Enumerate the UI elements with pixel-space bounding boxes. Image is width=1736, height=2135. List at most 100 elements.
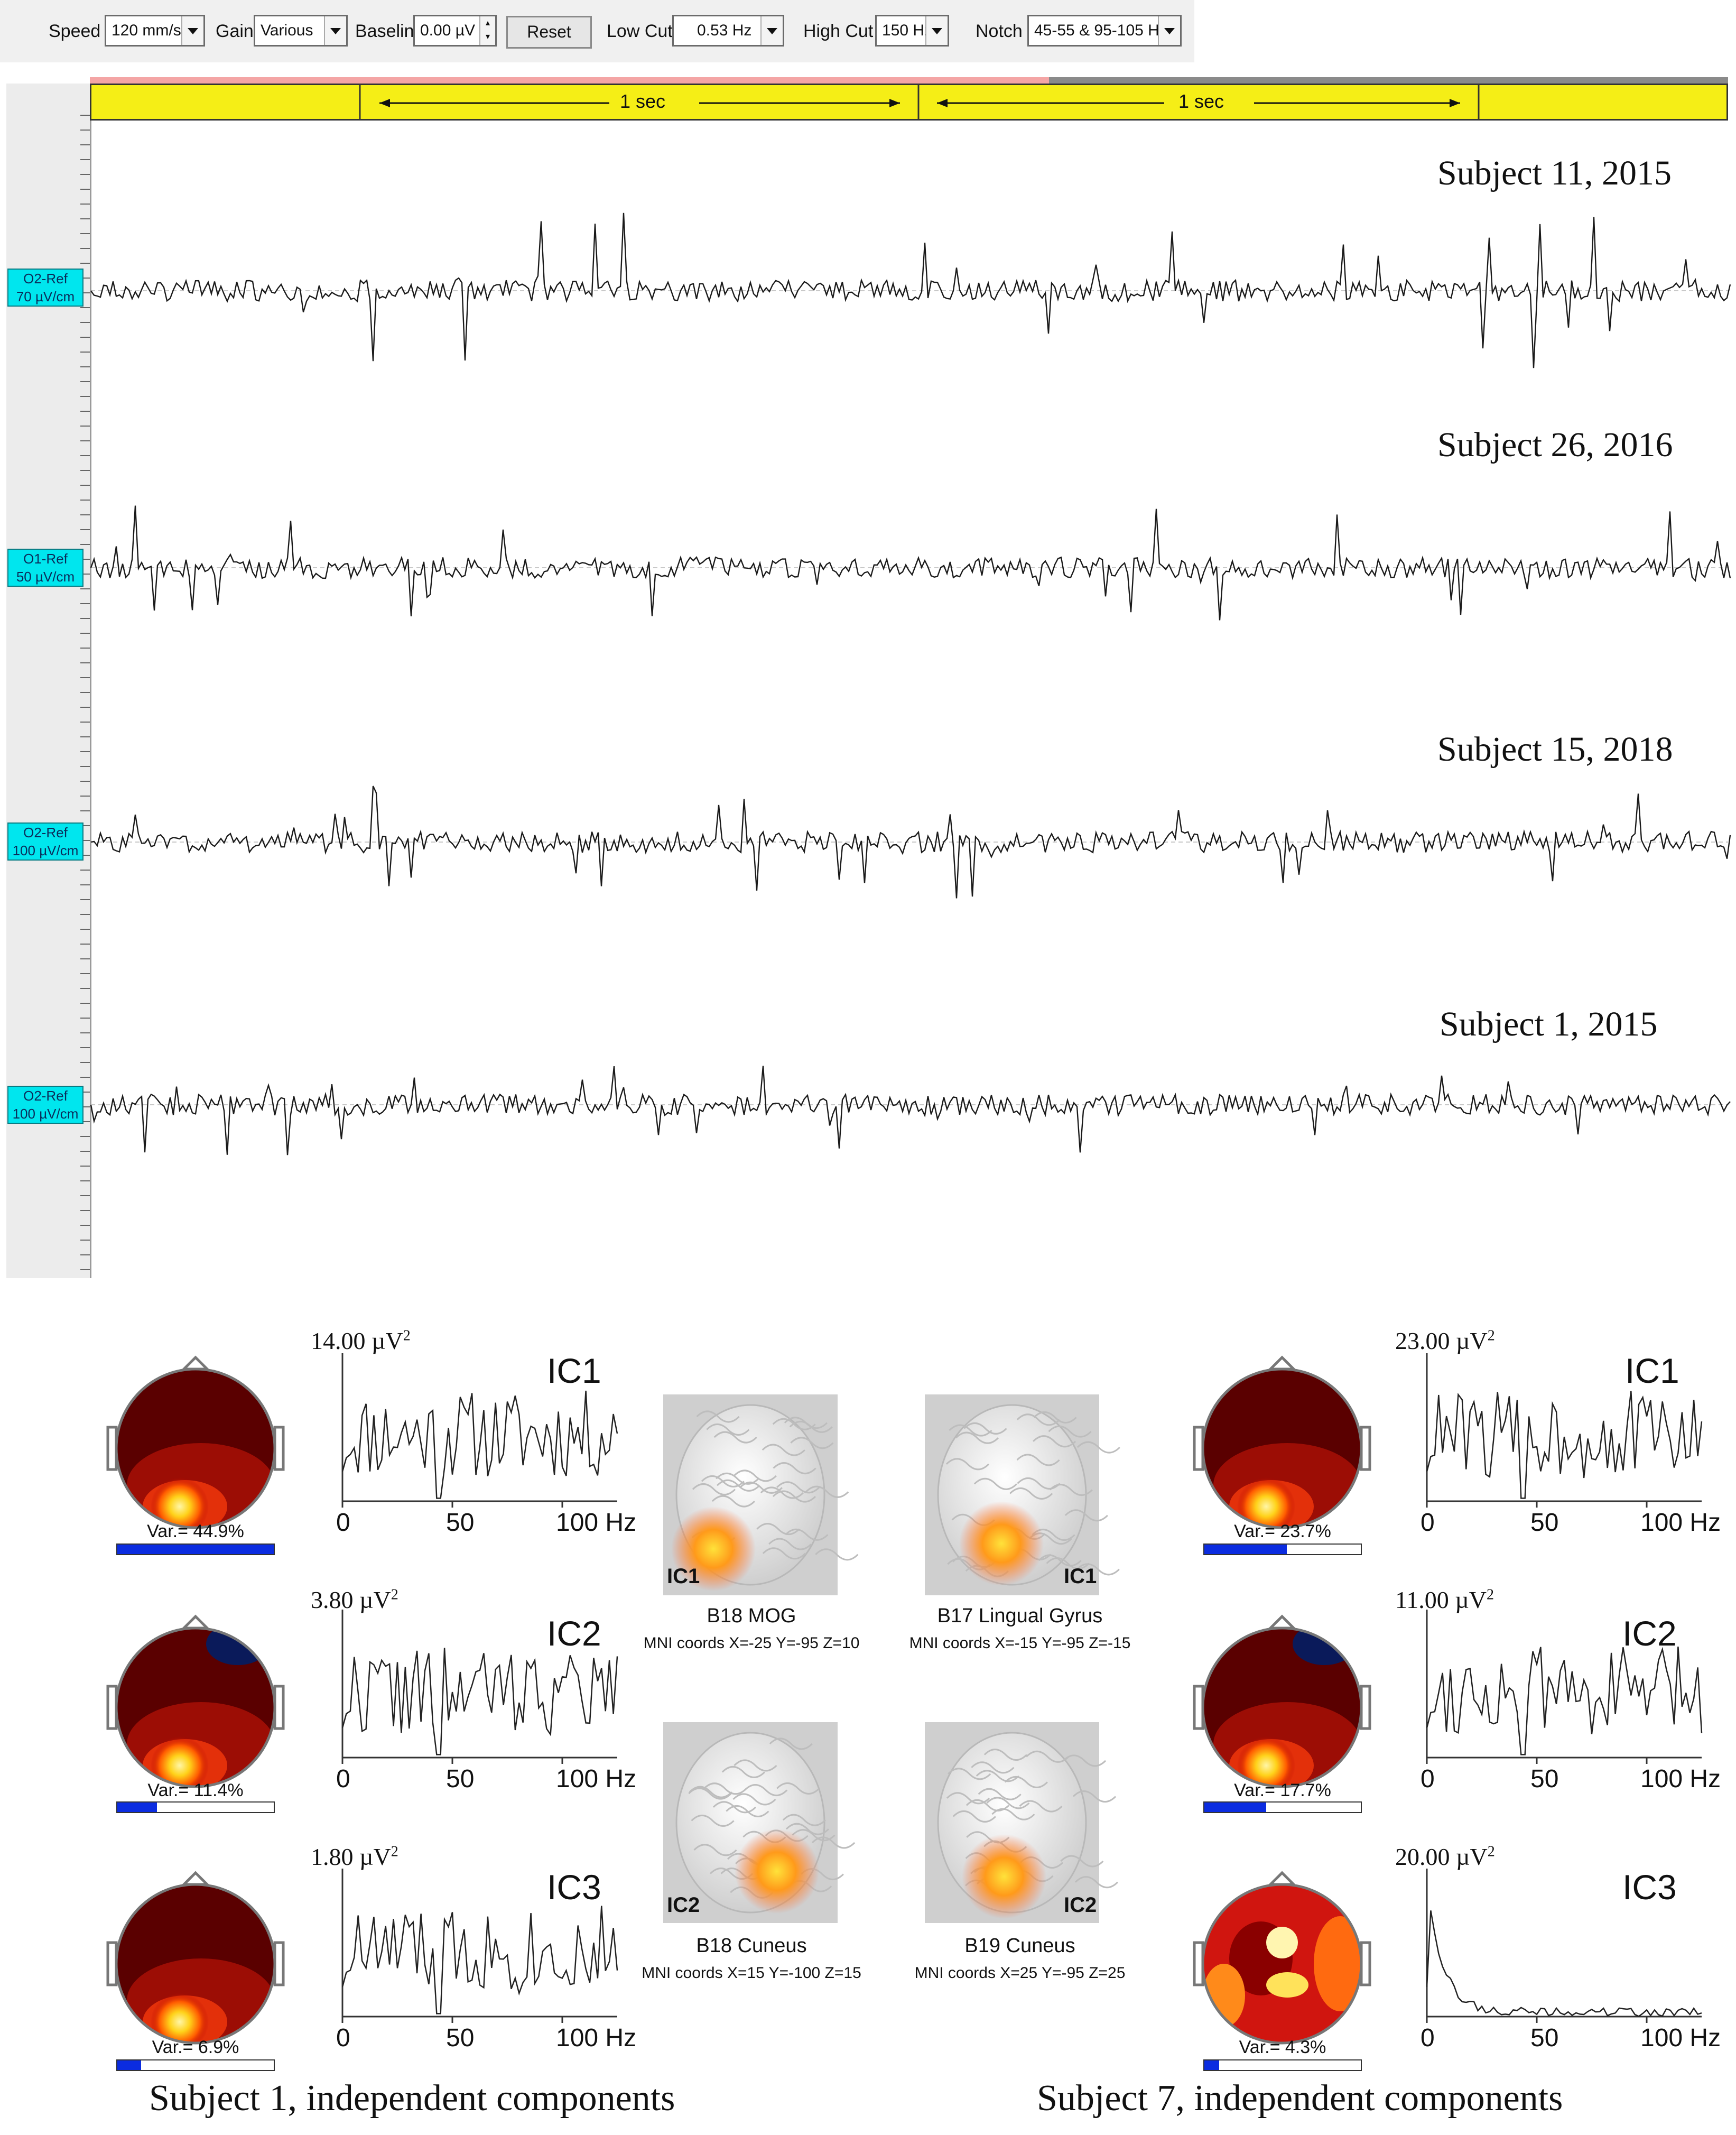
speed-value: 120 mm/s bbox=[112, 22, 181, 39]
ic-label: IC1 bbox=[1625, 1351, 1679, 1390]
power-label: 20.00 µV2 bbox=[1395, 1843, 1495, 1871]
brain-mni-coords: MNI coords X=25 Y=-95 Z=25 bbox=[914, 1964, 1126, 1982]
lowcut-select[interactable]: 0.53 Hz bbox=[672, 15, 784, 47]
frequency-tick-label: 50 bbox=[1530, 1509, 1558, 1537]
channel-label[interactable]: O2-Ref 70 µV/cm bbox=[7, 269, 83, 307]
time-segment-label: 1 sec bbox=[620, 90, 666, 112]
spinner-icon[interactable]: ▴▾ bbox=[479, 16, 495, 45]
brain-mni-coords: MNI coords X=-25 Y=-95 Z=10 bbox=[643, 1634, 860, 1652]
reset-button[interactable]: Reset bbox=[506, 16, 592, 49]
brain-render bbox=[925, 1722, 1119, 1923]
channel-ref: O2-Ref bbox=[23, 271, 68, 286]
chevron-down-icon[interactable] bbox=[181, 16, 203, 45]
scalp-map bbox=[1193, 1871, 1371, 2045]
subject-label: Subject 15, 2018 bbox=[1437, 730, 1673, 769]
eeg-trace bbox=[90, 1066, 1731, 1156]
brain-mni-coords: MNI coords X=-15 Y=-95 Z=-15 bbox=[909, 1634, 1131, 1652]
scalp-map bbox=[106, 1614, 285, 1788]
variance-label: Var.= 11.4% bbox=[147, 1780, 244, 1800]
eeg-trace bbox=[90, 785, 1731, 899]
power-spectrum bbox=[341, 1869, 618, 2023]
channel-scale: 100 µV/cm bbox=[12, 843, 79, 858]
brain-region-title: B19 Cuneus bbox=[964, 1935, 1075, 1957]
notch-label: Notch bbox=[976, 21, 1023, 41]
brain-region-title: B17 Lingual Gyrus bbox=[937, 1605, 1103, 1627]
power-spectrum bbox=[1426, 1353, 1703, 1508]
channel-scale: 70 µV/cm bbox=[16, 289, 75, 304]
frequency-tick-label: 50 bbox=[446, 1765, 474, 1793]
speed-select[interactable]: 120 mm/s bbox=[105, 15, 205, 47]
power-exponent: 2 bbox=[403, 1327, 411, 1344]
variance-label: Var.= 17.7% bbox=[1234, 1780, 1331, 1800]
power-spectrum bbox=[1426, 1869, 1702, 2023]
gain-value: Various bbox=[261, 22, 313, 39]
frequency-tick-label: 100 Hz bbox=[1640, 1765, 1721, 1793]
variance-label: Var.= 4.3% bbox=[1239, 2037, 1326, 2057]
power-value: 1.80 µV bbox=[311, 1843, 391, 1870]
notch-value: 45-55 & 95-105 Hz bbox=[1034, 22, 1167, 39]
chevron-down-icon[interactable] bbox=[1158, 16, 1180, 45]
scalp-map bbox=[106, 1871, 285, 2045]
channel-ref: O1-Ref bbox=[23, 551, 68, 567]
power-exponent: 2 bbox=[391, 1586, 398, 1603]
subject-label: Subject 11, 2015 bbox=[1437, 154, 1672, 192]
brain-render bbox=[663, 1394, 859, 1595]
channel-label[interactable]: O1-Ref 50 µV/cm bbox=[7, 549, 83, 587]
variance-bar bbox=[1203, 2059, 1362, 2071]
frequency-tick-label: 0 bbox=[336, 2024, 350, 2052]
spectrum-axis-labels: 0 50 100 Hz bbox=[1421, 1765, 1721, 1793]
variance-label: Var.= 6.9% bbox=[152, 2037, 239, 2057]
power-exponent: 2 bbox=[1487, 1586, 1494, 1603]
channel-scale: 100 µV/cm bbox=[12, 1106, 79, 1122]
ic-label: IC2 bbox=[547, 1614, 601, 1653]
notch-select[interactable]: 45-55 & 95-105 Hz bbox=[1027, 15, 1182, 47]
gutter-ticks bbox=[80, 115, 90, 1270]
chevron-down-icon[interactable] bbox=[760, 16, 783, 45]
eeg-trace bbox=[90, 212, 1731, 368]
channel-ref: O2-Ref bbox=[23, 1088, 68, 1104]
frequency-tick-label: 0 bbox=[1421, 1765, 1435, 1793]
variance-fill bbox=[1204, 2060, 1220, 2070]
gain-label: Gain bbox=[216, 21, 254, 41]
power-value: 20.00 µV bbox=[1395, 1843, 1488, 1870]
power-value: 23.00 µV bbox=[1395, 1327, 1488, 1354]
channel-scale: 50 µV/cm bbox=[16, 569, 75, 585]
highcut-select[interactable]: 150 Hz bbox=[875, 15, 949, 47]
speed-label: Speed bbox=[49, 21, 101, 41]
ica-caption: Subject 1, independent components bbox=[149, 2078, 675, 2119]
frequency-tick-label: 100 Hz bbox=[556, 1765, 636, 1793]
brain-render bbox=[925, 1394, 1120, 1595]
variance-fill bbox=[117, 1545, 274, 1554]
frequency-tick-label: 0 bbox=[1421, 1509, 1435, 1537]
chevron-down-icon[interactable] bbox=[925, 16, 948, 45]
ic-label: IC2 bbox=[1622, 1614, 1677, 1653]
frequency-tick-label: 100 Hz bbox=[556, 1509, 636, 1537]
baseline-field[interactable]: 0.00 µV ▴▾ bbox=[413, 15, 497, 47]
time-scale-markers bbox=[359, 85, 1480, 119]
highcut-value: 150 Hz bbox=[882, 22, 933, 39]
power-label: 1.80 µV2 bbox=[311, 1843, 398, 1871]
baseline-label: Baseline bbox=[355, 21, 424, 41]
progress-strip bbox=[90, 77, 1728, 85]
variance-label: Var.= 44.9% bbox=[147, 1521, 244, 1541]
brain-render bbox=[663, 1722, 856, 1923]
gain-select[interactable]: Various bbox=[254, 15, 348, 47]
channel-ref: O2-Ref bbox=[23, 825, 68, 840]
power-label: 14.00 µV2 bbox=[311, 1327, 411, 1355]
variance-bar bbox=[1203, 1801, 1362, 1813]
frequency-tick-label: 50 bbox=[1530, 1765, 1558, 1793]
chevron-down-icon[interactable] bbox=[324, 16, 346, 45]
power-spectrum bbox=[341, 1610, 618, 1764]
power-label: 23.00 µV2 bbox=[1395, 1327, 1495, 1355]
channel-label[interactable]: O2-Ref 100 µV/cm bbox=[7, 1086, 83, 1124]
time-segment-label: 1 sec bbox=[1178, 90, 1224, 112]
channel-label[interactable]: O2-Ref 100 µV/cm bbox=[7, 822, 83, 861]
power-label: 11.00 µV2 bbox=[1395, 1586, 1494, 1614]
ic-label: IC3 bbox=[1622, 1868, 1677, 1907]
